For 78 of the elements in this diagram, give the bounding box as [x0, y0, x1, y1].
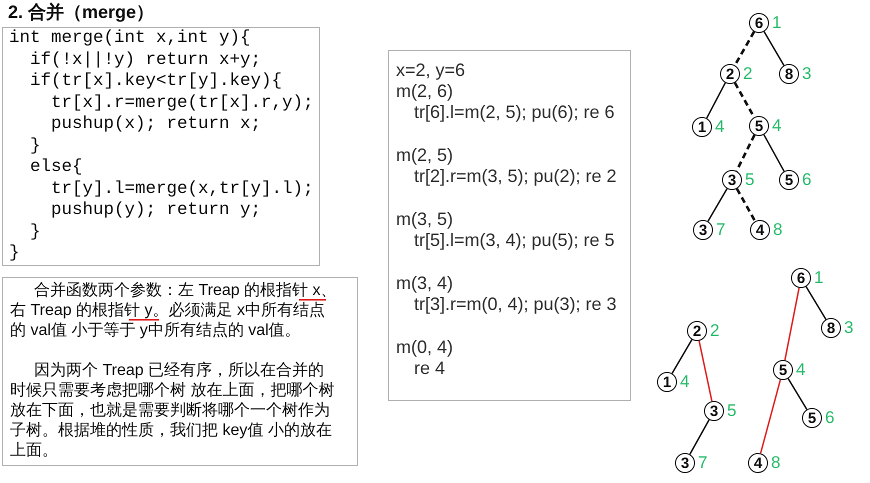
priority-label: 8: [771, 453, 780, 473]
trace-line: m(2, 5): [396, 145, 454, 166]
trace-line: m(2, 6): [396, 81, 454, 102]
priority-label: 5: [745, 170, 754, 190]
priority-label: 4: [772, 116, 782, 136]
priority-label: 8: [773, 220, 782, 240]
trace-line: re 4: [414, 358, 446, 379]
tree-node-circle: 4: [748, 453, 768, 473]
tree-edge: [788, 378, 808, 410]
text-panel: [2, 277, 358, 466]
priority-label: 6: [825, 408, 834, 428]
tree-node-circle: 2: [687, 321, 707, 341]
tree-edge: [707, 188, 728, 222]
tree-node-circle: 6: [749, 13, 769, 33]
trace-line: tr[5].l=m(3, 4); pu(5); re 5: [414, 230, 615, 251]
tree-edge: [671, 339, 693, 374]
section-title: 2. 合并（merge）: [8, 1, 154, 23]
tree-edge: [698, 340, 713, 402]
tree-node-circle: 3: [704, 401, 724, 421]
tree-edge: [805, 286, 827, 320]
priority-label: 4: [796, 360, 806, 380]
trace-panel: [388, 50, 631, 401]
tree-edge: [689, 419, 710, 455]
dashed-tree-edge: [735, 134, 756, 172]
code-panel: [2, 27, 320, 266]
tree-node-circle: 3: [693, 220, 713, 240]
tree-node-circle: 2: [720, 64, 740, 84]
tree-node-circle: 5: [802, 408, 822, 428]
tree-edge: [760, 380, 782, 454]
code-line: if(!x||!y) return x+y;: [30, 50, 262, 71]
code-line: }: [30, 222, 41, 243]
priority-label: 4: [715, 117, 724, 137]
code-line: pushup(x); return x;: [51, 114, 262, 136]
priority-label: 1: [814, 268, 824, 288]
trace-line: m(3, 4): [396, 273, 454, 294]
trace-line: tr[6].l=m(2, 5); pu(6); re 6: [414, 102, 615, 123]
tree-node-circle: 5: [749, 116, 769, 136]
tree-node-circle: 4: [750, 220, 770, 240]
trace-line: m(3, 5): [396, 209, 454, 230]
dashed-tree-edge: [736, 188, 756, 222]
trace-line: tr[2].r=m(3, 5); pu(2); re 2: [414, 166, 617, 187]
priority-label: 7: [698, 453, 708, 473]
code-line: int merge(int x,int y){: [9, 28, 251, 50]
code-line: else{: [30, 157, 83, 178]
tree-node-circle: 5: [773, 360, 793, 380]
trace-line: tr[3].r=m(0, 4); pu(3); re 3: [414, 294, 617, 315]
priority-label: 6: [802, 170, 812, 190]
tree-edge: [763, 134, 785, 172]
code-line: if(tr[x].key<tr[y].key){: [30, 71, 282, 92]
tree-node-circle: 3: [722, 170, 742, 190]
tree-edge: [763, 31, 785, 66]
dashed-tree-edge: [734, 82, 756, 118]
tree-node-circle: 8: [821, 318, 841, 338]
priority-label: 3: [844, 318, 854, 338]
tree-node-circle: 5: [779, 170, 799, 190]
code-line: }: [9, 243, 20, 264]
tree-node-circle: 1: [692, 117, 712, 137]
priority-label: 7: [716, 220, 726, 240]
priority-label: 3: [802, 64, 812, 84]
trace-line: x=2, y=6: [396, 60, 466, 81]
tree-edge: [706, 82, 726, 119]
priority-label: 1: [772, 13, 782, 33]
priority-label: 2: [710, 321, 720, 341]
code-line: }: [30, 136, 41, 157]
trace-line: m(0, 4): [396, 337, 454, 358]
tree-node-circle: 3: [675, 453, 695, 473]
priority-label: 5: [727, 401, 736, 421]
code-line: tr[y].l=merge(x,tr[y].l);: [51, 178, 314, 200]
paragraph: 因为两个 Treap 已经有序，所以在合并的时候只需要考虑把哪个树 放在上面，把哪个树放在下面，也就是需要判断将哪个一个树作为子树。根据堆的性质，我们把 key值 小的放在上面。: [10, 361, 336, 461]
dashed-tree-edge: [734, 31, 756, 66]
code-line: tr[x].r=merge(tr[x].r,y);: [51, 92, 314, 114]
priority-label: 2: [743, 64, 752, 84]
code-line: pushup(y); return y;: [51, 200, 262, 222]
tree-node-circle: 8: [779, 64, 799, 84]
tree-node-circle: 1: [657, 372, 677, 392]
priority-label: 4: [680, 372, 690, 392]
tree-edge: [784, 288, 800, 360]
tree-node-circle: 6: [791, 268, 811, 288]
